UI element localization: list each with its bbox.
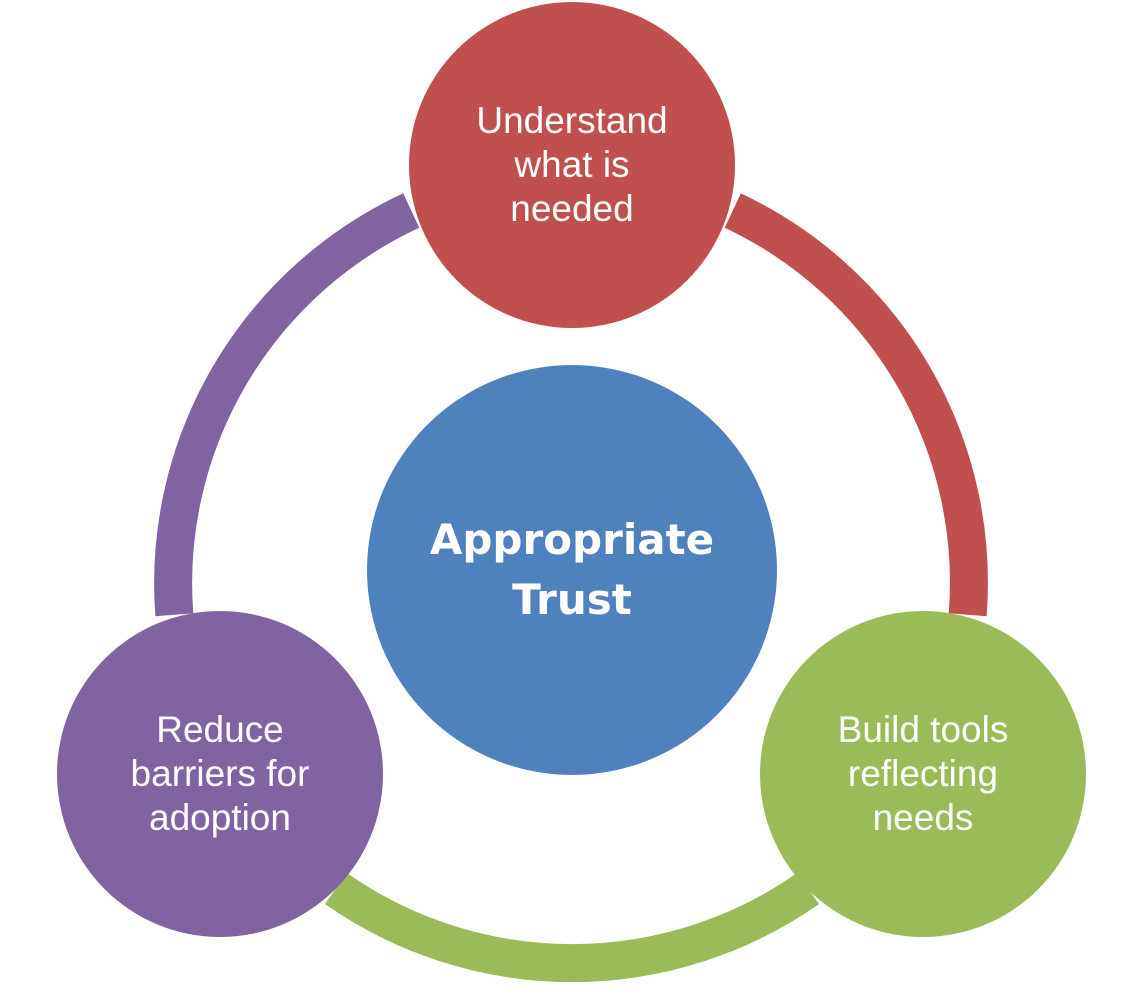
- node-circle-build: [760, 611, 1086, 937]
- node-label-build: Build tools reflecting needs: [837, 709, 1009, 838]
- node-circle-understand: [409, 2, 735, 328]
- connector-arc-reduce-to-understand: [154, 193, 420, 617]
- connector-arc-build-to-reduce: [324, 872, 820, 983]
- center-hub-circle: [367, 365, 777, 775]
- node-label-understand: Understand what is needed: [476, 100, 668, 229]
- node-circle-reduce: [57, 611, 383, 937]
- center-label: Appropriate Trust: [429, 515, 715, 624]
- node-label-reduce: Reduce barriers for adoption: [130, 709, 310, 838]
- connector-arc-understand-to-build: [724, 193, 988, 617]
